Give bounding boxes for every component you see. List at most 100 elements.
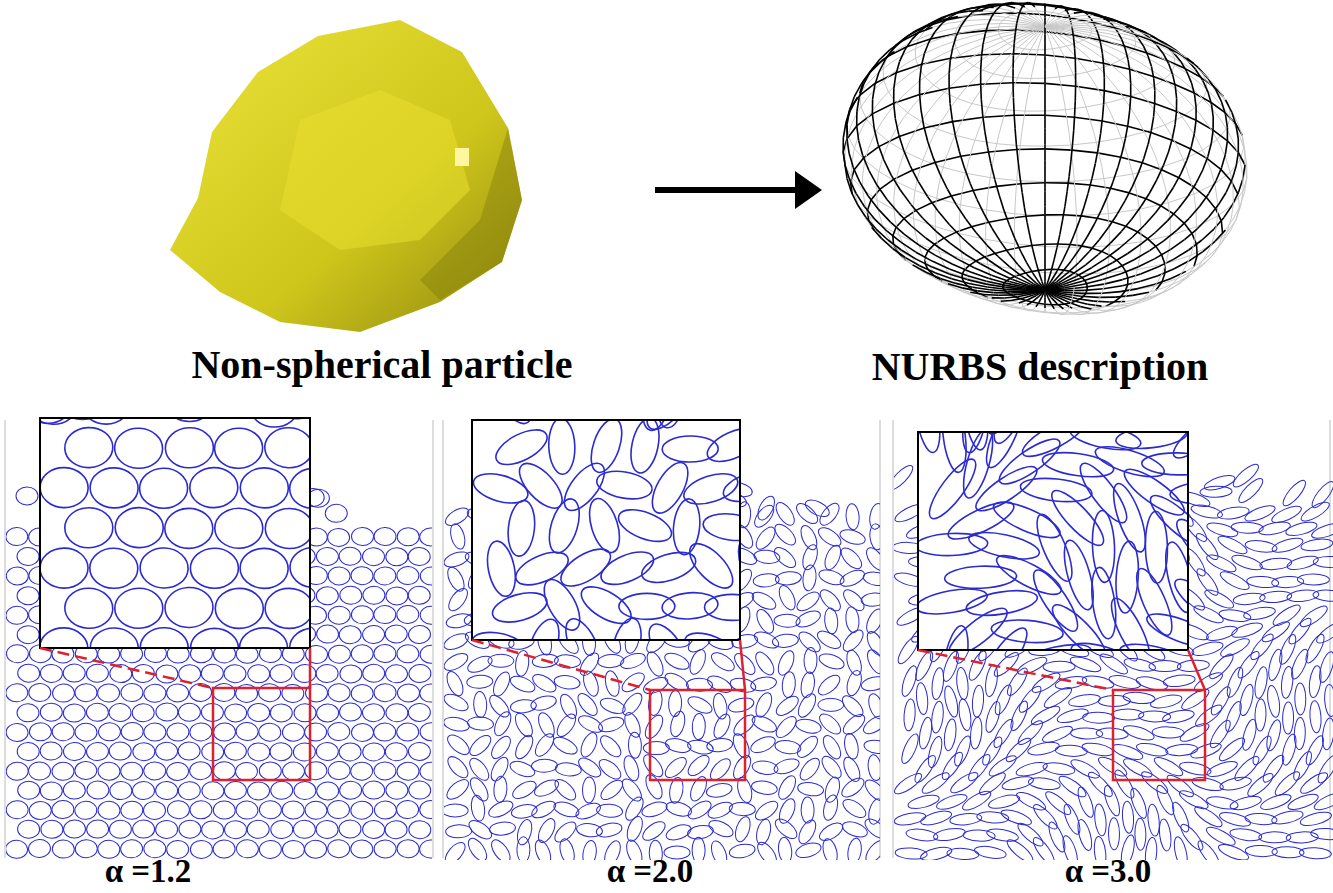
mesh-line (1075, 56, 1085, 68)
ellipse-particle (316, 625, 339, 644)
mesh-line (1164, 48, 1180, 56)
mesh-line (874, 129, 878, 144)
mesh-line (856, 194, 864, 207)
mesh-line (1095, 306, 1105, 309)
ellipse-particle (385, 664, 408, 683)
mesh-line (965, 44, 984, 52)
mesh-line (996, 4, 1005, 5)
mesh-line (1211, 129, 1220, 144)
ellipse-particle (6, 644, 29, 663)
mesh-line (895, 119, 898, 135)
mesh-line (994, 7, 1007, 9)
mesh-line (1128, 110, 1130, 124)
mesh-line (999, 195, 1004, 210)
ellipse-particle (385, 742, 408, 761)
mesh-line (931, 61, 947, 72)
mesh-line (968, 19, 987, 21)
container-wall (880, 420, 881, 858)
mesh-line (1184, 223, 1192, 233)
ellipse-particle (316, 704, 338, 722)
ellipse-particle (52, 762, 74, 780)
mesh-line (1016, 47, 1025, 59)
mesh-line (863, 156, 869, 171)
mesh-line (931, 17, 943, 23)
mesh-line (854, 158, 863, 170)
mesh-line (996, 303, 1003, 304)
mesh-line (1001, 300, 1011, 302)
mesh-line (985, 226, 986, 239)
mesh-line (1023, 27, 1045, 30)
mesh-line (1191, 134, 1194, 147)
mesh-line (912, 163, 935, 171)
mesh-line (1071, 146, 1073, 162)
mesh-line (1227, 218, 1231, 231)
mesh-line (1237, 205, 1241, 218)
mesh-line (860, 182, 868, 196)
mesh-line (1044, 129, 1046, 145)
mesh-line (1064, 215, 1082, 216)
ellipse-particle (339, 626, 361, 645)
mesh-line (948, 190, 957, 205)
mesh-line (1135, 31, 1150, 36)
mesh-line (1036, 261, 1039, 272)
mesh-line (1044, 45, 1046, 57)
mesh-line (1051, 260, 1054, 271)
mesh-line (1135, 268, 1138, 279)
ellipse-particle (87, 781, 109, 800)
mesh-line (1015, 238, 1021, 251)
mesh-line (1021, 251, 1027, 263)
mesh-line (1038, 12, 1042, 19)
mesh-line (867, 200, 871, 211)
mesh-line (1239, 179, 1243, 192)
mesh-line (876, 131, 889, 142)
mesh-line (991, 300, 1001, 302)
mesh-line (1039, 297, 1042, 303)
mesh-line (980, 70, 982, 84)
mesh-line (960, 34, 980, 39)
mesh-line (950, 74, 964, 87)
ellipse-particle (6, 567, 28, 585)
mesh-line (1010, 267, 1022, 276)
mesh-line (1120, 237, 1133, 248)
mesh-line (1024, 48, 1031, 50)
mesh-line (1004, 210, 1009, 224)
mesh-line (940, 174, 948, 190)
mesh-line (1063, 22, 1080, 24)
mesh-line (1222, 102, 1226, 115)
mesh-line (1048, 298, 1051, 304)
mesh-line (1189, 240, 1202, 250)
mesh-line (1044, 83, 1046, 98)
mesh-line (843, 152, 845, 166)
ellipse-particle (63, 781, 86, 800)
ellipse-particle (63, 664, 85, 682)
mesh-line (1065, 58, 1072, 71)
mesh-line (956, 205, 966, 219)
ellipse-particle (305, 840, 327, 858)
ellipse-particle (98, 762, 120, 781)
mesh-line (1154, 103, 1155, 116)
mesh-line (1232, 166, 1236, 179)
mesh-line (1142, 292, 1150, 299)
mesh-line (1021, 120, 1023, 136)
mesh-line (944, 232, 957, 238)
mesh-line (993, 74, 1005, 77)
mesh-line (906, 45, 923, 53)
ellipse-particle (17, 664, 40, 683)
mesh-line (1230, 219, 1236, 232)
mesh-line (1045, 55, 1075, 58)
ellipse-particle (63, 820, 86, 839)
mesh-line (935, 156, 961, 162)
ellipse-particle (86, 820, 109, 839)
mesh-line (1070, 300, 1072, 306)
mesh-line (1045, 259, 1046, 271)
mesh-line (1098, 243, 1110, 254)
mesh-line (1181, 61, 1187, 71)
ellipse-particle (350, 762, 373, 781)
mesh-line (1045, 149, 1072, 150)
mesh-line (1045, 26, 1067, 27)
mesh-line (960, 8, 971, 11)
mesh-line (1044, 176, 1046, 192)
mesh-line (1014, 216, 1015, 230)
mesh-line (994, 42, 1011, 52)
